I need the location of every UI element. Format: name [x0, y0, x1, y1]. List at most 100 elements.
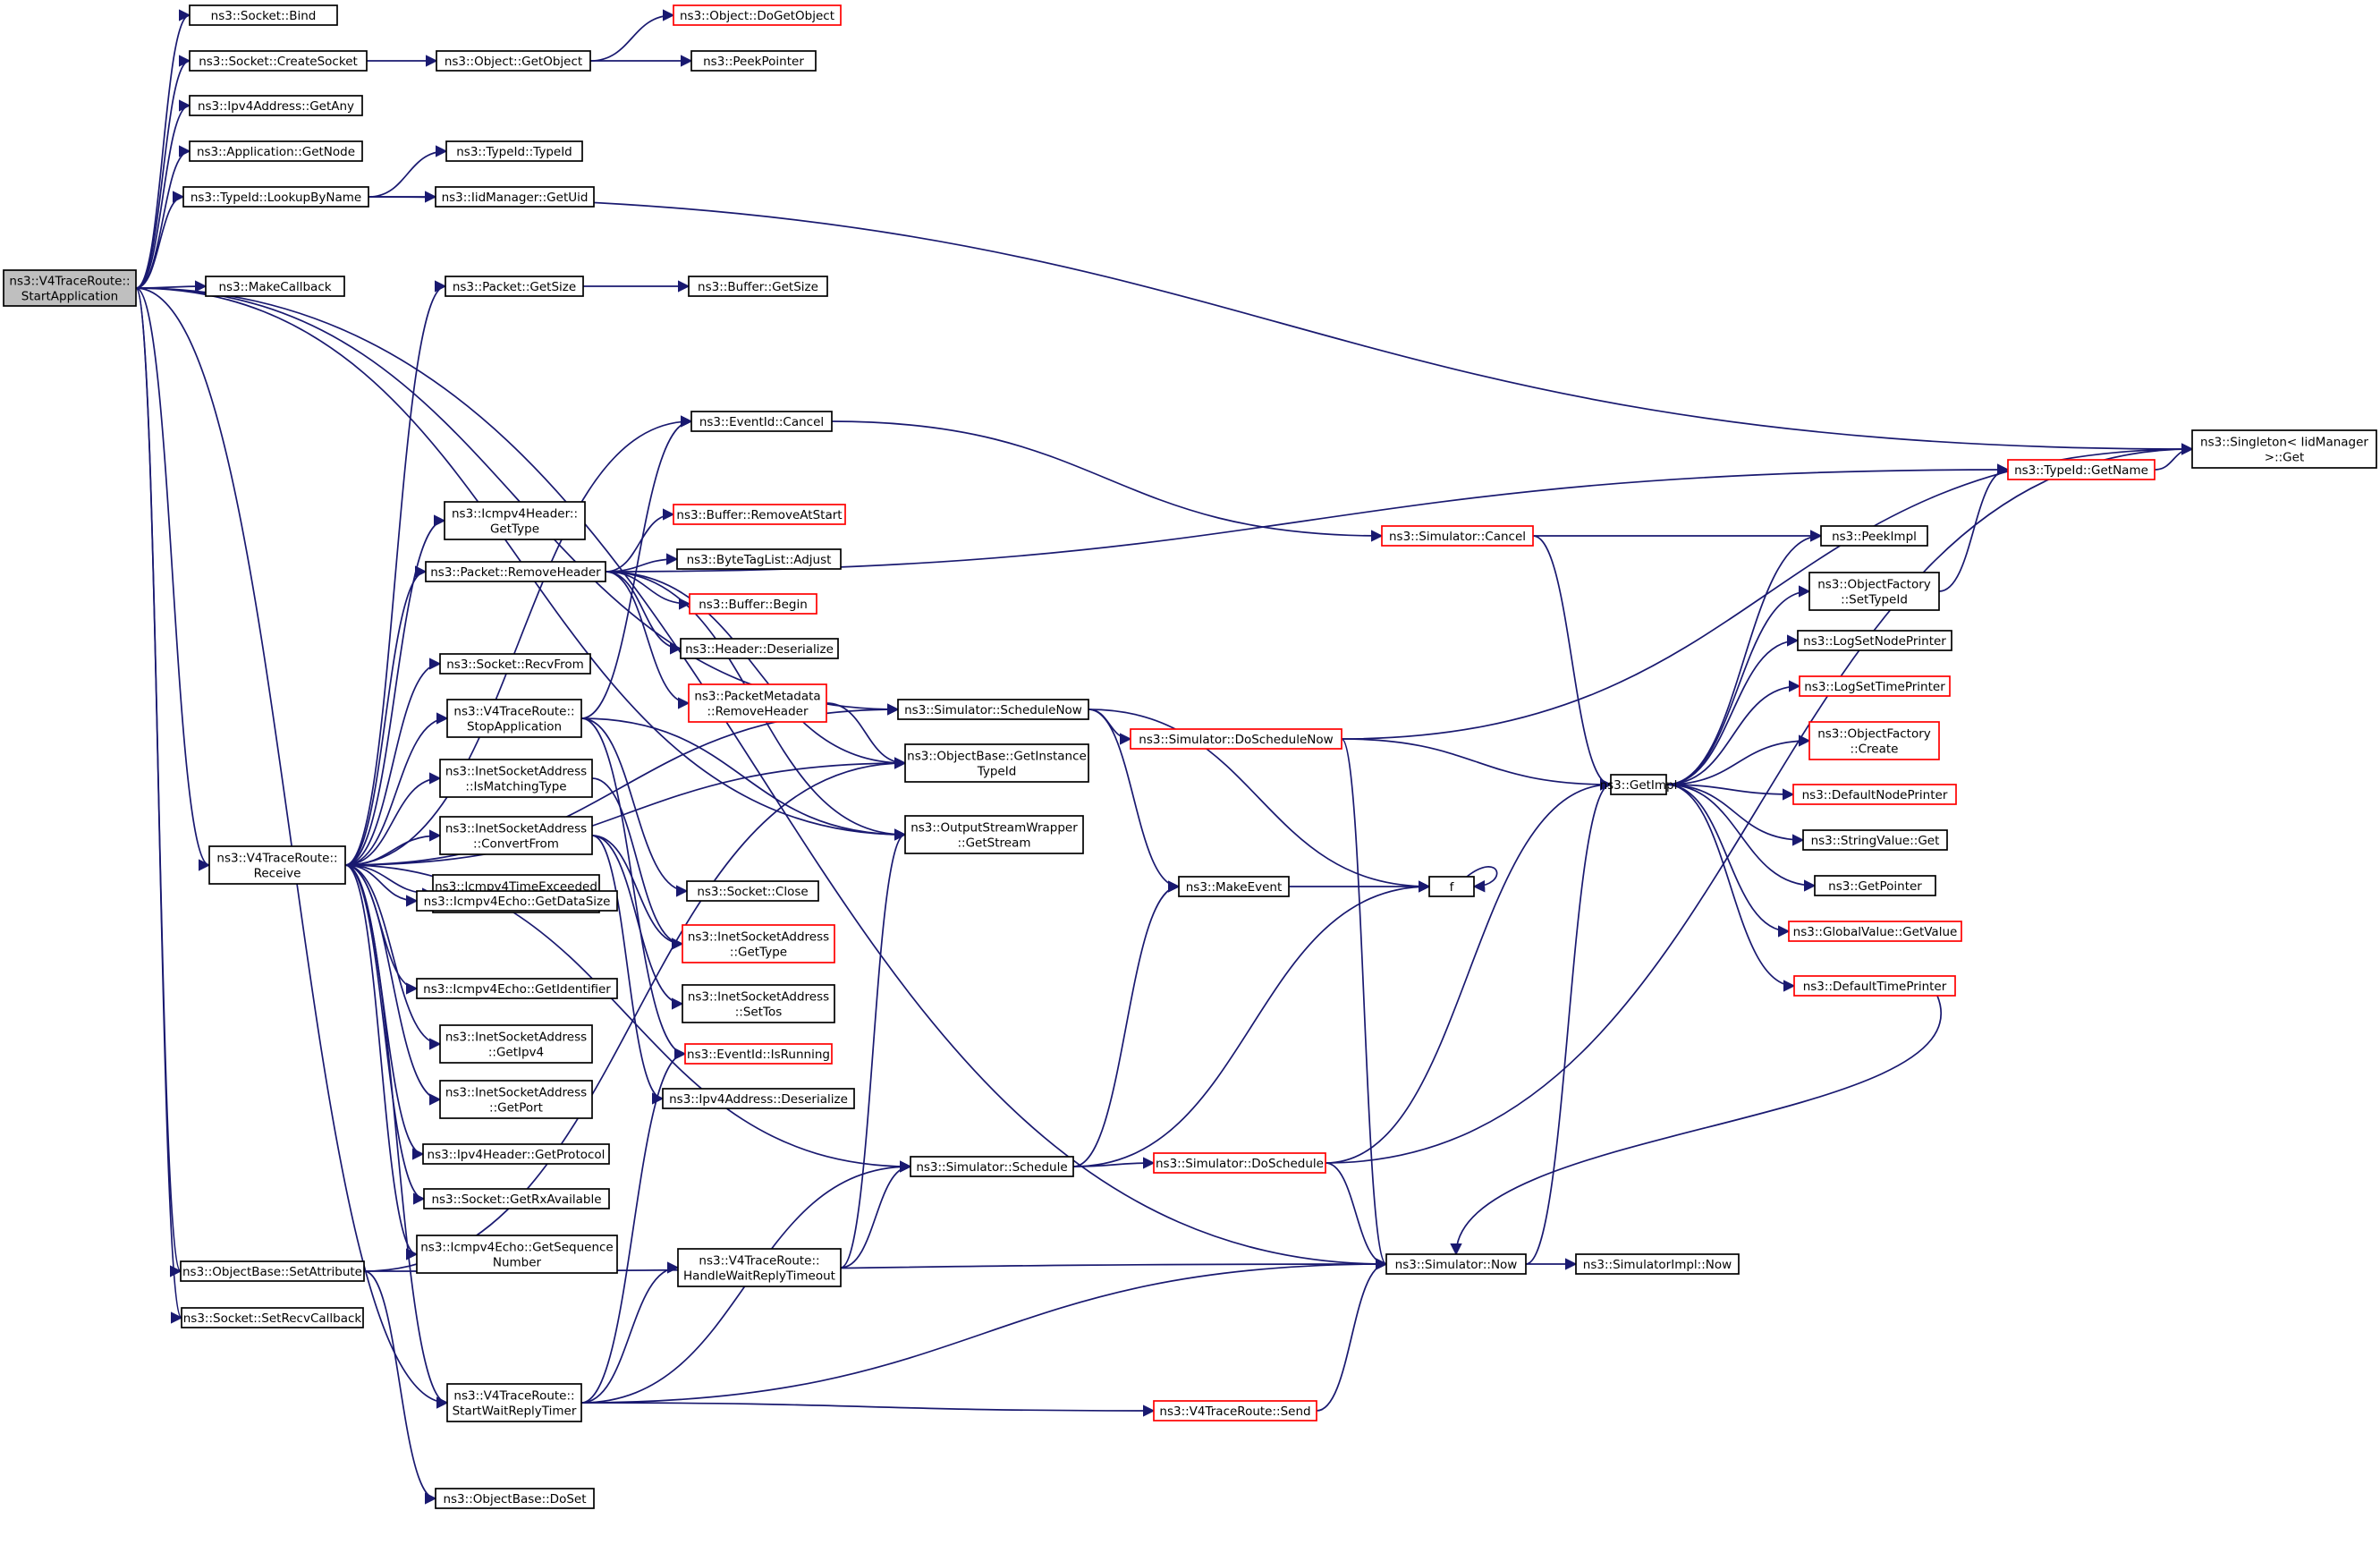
node-scheduleNow[interactable]: ns3::Simulator::ScheduleNow	[897, 699, 1089, 720]
node-echoDataSize[interactable]: ns3::Icmpv4Echo::GetDataSize	[416, 890, 618, 912]
node-bufferGetSize[interactable]: ns3::Buffer::GetSize	[688, 276, 828, 297]
node-doSchedule[interactable]: ns3::Simulator::DoSchedule	[1153, 1152, 1326, 1174]
node-convertFrom[interactable]: ns3::InetSocketAddress::ConvertFrom	[439, 816, 593, 855]
node-defNodePrinter[interactable]: ns3::DefaultNodePrinter	[1792, 784, 1957, 805]
node-box	[439, 1024, 593, 1064]
node-schedule[interactable]: ns3::Simulator::Schedule	[910, 1156, 1074, 1177]
node-setTypeId[interactable]: ns3::ObjectFactory::SetTypeId	[1808, 572, 1940, 611]
node-pmRemoveHeader[interactable]: ns3::PacketMetadata::RemoveHeader	[688, 683, 827, 723]
node-label: ns3::Singleton< IidManager	[2200, 436, 2368, 450]
edge-getImpl-to-strGet	[1665, 784, 1805, 846]
node-getObject[interactable]: ns3::Object::GetObject	[436, 50, 591, 72]
edge-doScheduleNow-to-getImpl	[1341, 738, 1613, 791]
node-recvFrom[interactable]: ns3::Socket::RecvFrom	[439, 653, 591, 675]
node-lookupByName[interactable]: ns3::TypeId::LookupByName	[182, 186, 369, 208]
node-getNode[interactable]: ns3::Application::GetNode	[189, 140, 363, 162]
node-implNow[interactable]: ns3::SimulatorImpl::Now	[1575, 1253, 1740, 1275]
node-isRunning[interactable]: ns3::EventId::IsRunning	[684, 1043, 833, 1065]
node-globalGet[interactable]: ns3::GlobalValue::GetValue	[1788, 921, 1962, 942]
node-box	[446, 1383, 582, 1422]
node-doSet[interactable]: ns3::ObjectBase::DoSet	[435, 1488, 595, 1509]
node-createSocket[interactable]: ns3::Socket::CreateSocket	[189, 50, 368, 72]
node-label: ns3::TypeId::LookupByName	[191, 191, 361, 205]
node-f[interactable]: f	[1428, 876, 1475, 897]
node-receive[interactable]: ns3::V4TraceRoute::Receive	[208, 845, 346, 885]
node-label: ns3::EventId::Cancel	[699, 415, 824, 429]
node-getUid[interactable]: ns3::IidManager::GetUid	[435, 186, 595, 208]
node-peekPointer[interactable]: ns3::PeekPointer	[690, 50, 817, 72]
node-setTos[interactable]: ns3::InetSocketAddress::SetTos	[682, 984, 835, 1023]
node-box	[690, 50, 817, 72]
node-removeHeader[interactable]: ns3::Packet::RemoveHeader	[425, 561, 606, 582]
node-makeCallback[interactable]: ns3::MakeCallback	[205, 276, 345, 297]
node-bind[interactable]: ns3::Socket::Bind	[189, 4, 338, 26]
edge-start-to-receive	[135, 287, 211, 871]
edge-removeHeader-to-pmRemoveHeader	[605, 571, 690, 709]
node-getPort[interactable]: ns3::InetSocketAddress::GetPort	[439, 1080, 593, 1119]
node-setRecvCb[interactable]: ns3::Socket::SetRecvCallback	[181, 1307, 364, 1328]
node-doGetObject[interactable]: ns3::Object::DoGetObject	[673, 4, 842, 26]
node-strGet[interactable]: ns3::StringValue::Get	[1802, 829, 1948, 851]
edge-eventCancel-to-simCancel	[831, 420, 1384, 542]
node-doScheduleNow[interactable]: ns3::Simulator::DoScheduleNow	[1130, 728, 1342, 750]
node-makeEvent[interactable]: ns3::MakeEvent	[1178, 876, 1290, 897]
node-ipv4Deser[interactable]: ns3::Ipv4Address::Deserialize	[662, 1088, 855, 1109]
node-label: ns3::MakeCallback	[218, 280, 331, 294]
edge-receive-to-isMatching	[344, 772, 442, 866]
node-typeIdGetName[interactable]: ns3::TypeId::GetName	[2007, 459, 2156, 480]
node-icmpGetType[interactable]: ns3::Icmpv4Header::GetType	[444, 501, 586, 540]
node-typeIdCtor[interactable]: ns3::TypeId::TypeId	[445, 140, 583, 162]
node-adjust[interactable]: ns3::ByteTagList::Adjust	[676, 548, 842, 570]
node-box	[422, 1143, 610, 1165]
node-echoIdent[interactable]: ns3::Icmpv4Echo::GetIdentifier	[416, 978, 618, 999]
node-hdrDeserialize[interactable]: ns3::Header::Deserialize	[680, 638, 839, 659]
node-logTime[interactable]: ns3::LogSetTimePrinter	[1799, 675, 1951, 697]
node-getProtocol[interactable]: ns3::Ipv4Header::GetProtocol	[422, 1143, 610, 1165]
node-simNow[interactable]: ns3::Simulator::Now	[1385, 1253, 1527, 1275]
node-box	[690, 411, 833, 432]
node-singletonGet[interactable]: ns3::Singleton< IidManager >::Get	[2191, 429, 2377, 469]
edge-receive-to-startWait	[344, 864, 449, 1409]
node-label: ns3::V4TraceRoute::Send	[1159, 1404, 1310, 1419]
node-box	[904, 743, 1089, 783]
node-socketClose[interactable]: ns3::Socket::Close	[686, 880, 819, 902]
edge-startWait-to-send	[580, 1402, 1156, 1417]
node-box	[682, 984, 835, 1023]
node-box	[445, 276, 584, 297]
node-rxAvail[interactable]: ns3::Socket::GetRxAvailable	[423, 1188, 610, 1209]
node-box	[682, 924, 835, 963]
node-label: ns3::SimulatorImpl::Now	[1583, 1258, 1732, 1272]
node-removeAtStart[interactable]: ns3::Buffer::RemoveAtStart	[673, 504, 846, 525]
node-defTimePrinter[interactable]: ns3::DefaultTimePrinter	[1793, 975, 1956, 997]
node-label: ns3::Socket::Bind	[211, 9, 317, 23]
node-bufferBegin[interactable]: ns3::Buffer::Begin	[689, 593, 817, 615]
node-isMatching[interactable]: ns3::InetSocketAddress::IsMatchingType	[439, 759, 593, 798]
node-label: ns3::Buffer::RemoveAtStart	[676, 508, 842, 522]
node-inetGetType[interactable]: ns3::InetSocketAddress::GetType	[682, 924, 835, 963]
node-stopApp[interactable]: ns3::V4TraceRoute::StopApplication	[446, 699, 582, 738]
node-packetGetSize[interactable]: ns3::Packet::GetSize	[445, 276, 584, 297]
node-logNode[interactable]: ns3::LogSetNodePrinter	[1797, 630, 1952, 651]
node-startWait[interactable]: ns3::V4TraceRoute::StartWaitReplyTimer	[446, 1383, 582, 1422]
node-getIpv4[interactable]: ns3::InetSocketAddress::GetIpv4	[439, 1024, 593, 1064]
node-label: ::Create	[1851, 743, 1899, 757]
node-start[interactable]: ns3::V4TraceRoute::StartApplication	[3, 269, 137, 307]
node-box	[680, 638, 839, 659]
node-send[interactable]: ns3::V4TraceRoute::Send	[1153, 1400, 1317, 1421]
node-handleWait[interactable]: ns3::V4TraceRoute::HandleWaitReplyTimeou…	[677, 1248, 842, 1287]
node-label: ns3::GlobalValue::GetValue	[1793, 925, 1958, 939]
node-simCancel[interactable]: ns3::Simulator::Cancel	[1381, 525, 1534, 547]
node-getImpl[interactable]: ns3::GetImpl	[1600, 774, 1678, 795]
node-label: ns3::PacketMetadata	[694, 690, 820, 704]
node-getPointer[interactable]: ns3::GetPointer	[1814, 875, 1936, 896]
node-label: ns3::V4TraceRoute::	[216, 852, 337, 866]
node-eventCancel[interactable]: ns3::EventId::Cancel	[690, 411, 833, 432]
node-peekImpl[interactable]: ns3::PeekImpl	[1820, 525, 1928, 547]
node-label: ::ConvertFrom	[473, 837, 559, 852]
node-getAny[interactable]: ns3::Ipv4Address::GetAny	[189, 95, 363, 116]
node-setAttr[interactable]: ns3::ObjectBase::SetAttribute	[180, 1260, 365, 1282]
node-ofCreate[interactable]: ns3::ObjectFactory::Create	[1808, 721, 1940, 760]
node-getStream[interactable]: ns3::OutputStreamWrapper::GetStream	[904, 815, 1084, 854]
